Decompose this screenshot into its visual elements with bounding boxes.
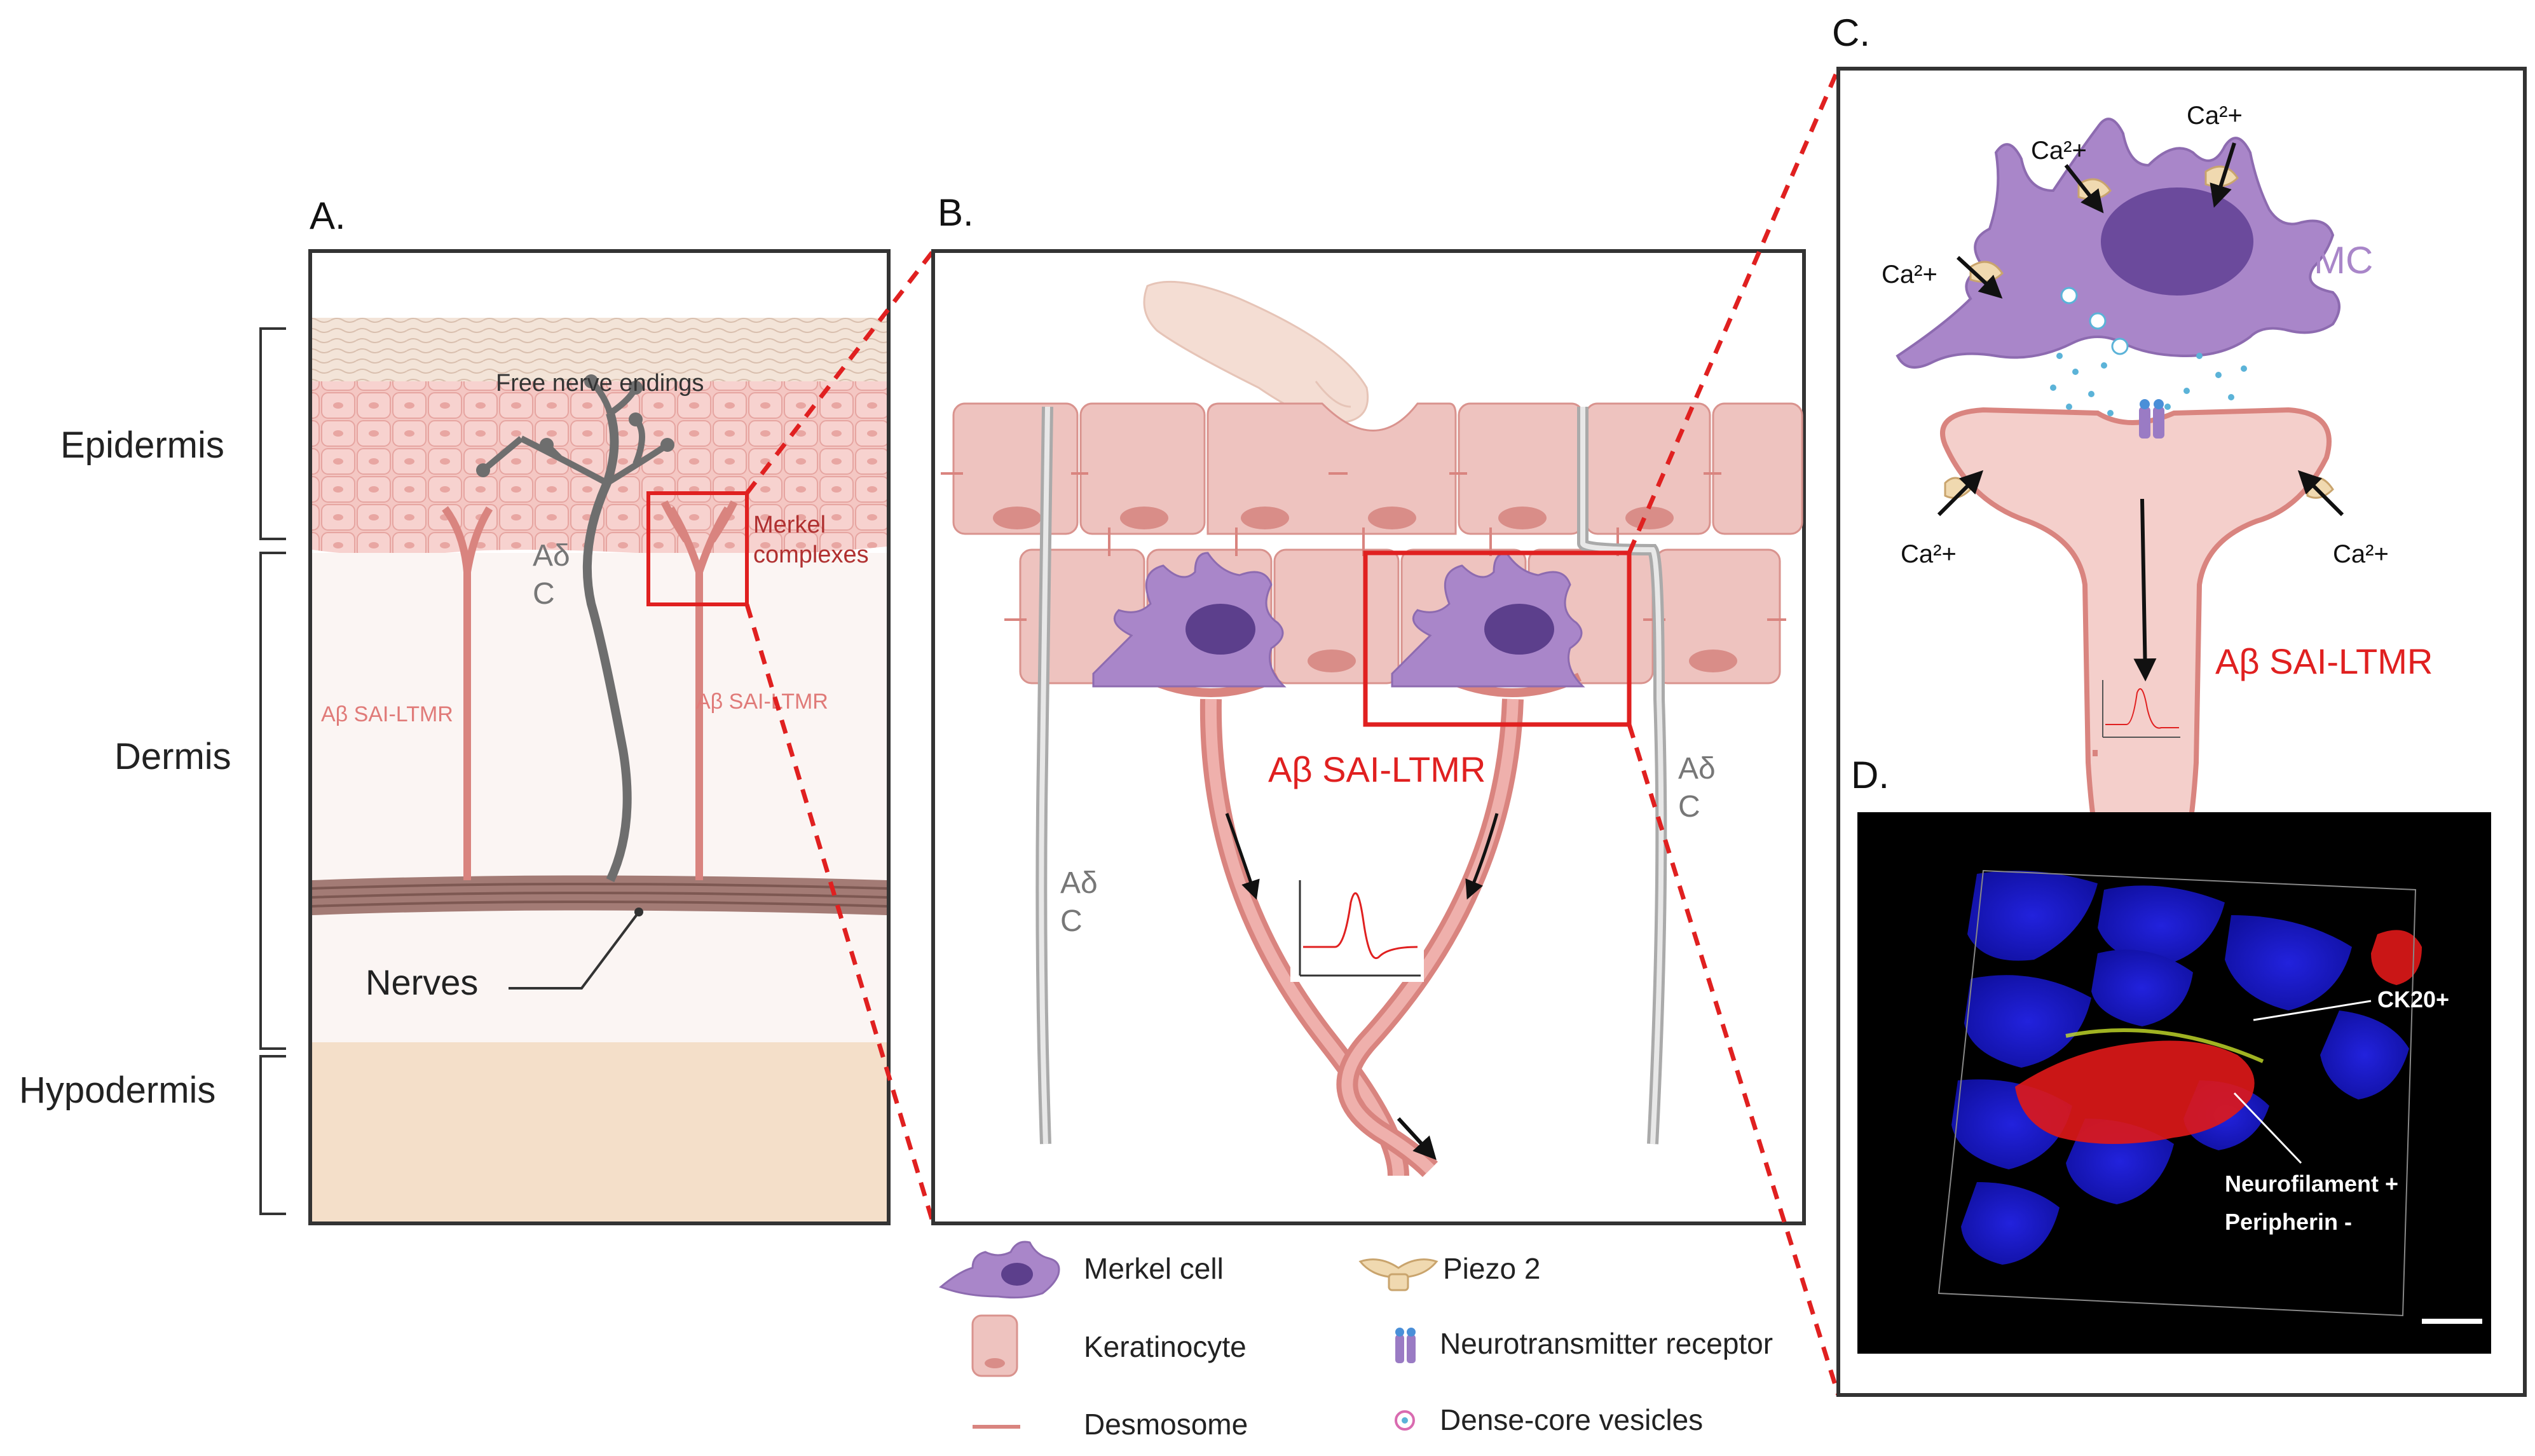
ca-label-c-top-right: Ca²+: [2187, 102, 2243, 130]
layer-brackets: Epidermis Dermis Hypodermis: [19, 327, 286, 1215]
ca-label-c-top-left: Ca²+: [2031, 137, 2087, 165]
merkel-cell-b-left: [1092, 552, 1287, 688]
panel-a-letter: A.: [310, 194, 346, 237]
legend-vesicles-icon: [1395, 1410, 1415, 1431]
panel-b: B.: [931, 191, 1806, 1225]
ck20-label: CK20+: [2377, 986, 2449, 1012]
legend-piezo-icon: [1358, 1258, 1438, 1291]
sai-label-a-right: Aβ SAI-LTMR: [696, 690, 828, 714]
layer-epidermis: Epidermis: [60, 425, 224, 466]
legend-merkel-icon: [939, 1241, 1060, 1299]
sai-label-a-left: Aβ SAI-LTMR: [321, 702, 453, 726]
legend-keratinocyte-label: Keratinocyte: [1084, 1330, 1247, 1363]
panel-d-letter: D.: [1851, 754, 1889, 796]
mc-label: MC: [2314, 239, 2373, 282]
ad-c-label-a-1: Aδ: [533, 539, 570, 573]
ca-label-c-bottom-right: Ca²+: [2333, 540, 2389, 568]
action-potential-plot-b: [1290, 871, 1424, 982]
ad-c-label-b-left-1: Aδ: [1060, 866, 1098, 900]
peripherin-label: Peripherin -: [2225, 1209, 2352, 1235]
merkel-highlight-box: [646, 491, 749, 606]
panel-d: D. CK20+ Neurofilament + Peripherin -: [1851, 754, 2491, 1354]
neurofilament-label: Neurofilament +: [2225, 1171, 2398, 1197]
legend-merkel-label: Merkel cell: [1084, 1252, 1224, 1285]
layer-dermis: Dermis: [114, 736, 231, 777]
micrograph-ck20-cells: [2015, 1040, 2255, 1144]
merkel-label-2: complexes: [753, 541, 869, 568]
panel-a: A. Free nerve endings Aδ C Merkel: [308, 194, 891, 1225]
desmosomes: [941, 472, 1786, 621]
legend-keratinocyte-icon: [971, 1314, 1018, 1377]
ca-label-c-left: Ca²+: [1882, 261, 1937, 289]
scale-bar: [2422, 1319, 2482, 1324]
action-potential-plot-c: [2102, 680, 2180, 738]
legend: Merkel cell Keratinocyte Desmosome Piezo…: [939, 1241, 1773, 1441]
ad-c-label-a-2: C: [533, 577, 555, 611]
panel-b-letter: B.: [938, 191, 974, 234]
legend-receptor-label: Neurotransmitter receptor: [1440, 1327, 1773, 1360]
ad-c-label-b-right-2: C: [1678, 790, 1700, 824]
sai-label-c: Aβ SAI-LTMR: [2215, 641, 2433, 681]
legend-receptor-icon: [1395, 1328, 1416, 1363]
merkel-cell-b-right: [1391, 552, 1585, 688]
merkel-complex-highlight-b: [1363, 550, 1632, 727]
ca-label-c-bottom-left: Ca²+: [1901, 540, 1957, 568]
ad-c-label-b-right-1: Aδ: [1678, 752, 1716, 786]
neurotransmitter-receptor-c: [2139, 399, 2164, 439]
panel-c-letter: C.: [1832, 11, 1870, 54]
legend-vesicles-label: Dense-core vesicles: [1440, 1403, 1703, 1436]
free-nerve-endings-label: Free nerve endings: [496, 370, 704, 397]
merkel-label-1: Merkel: [753, 512, 826, 538]
legend-desmosome-label: Desmosome: [1084, 1408, 1248, 1441]
sai-label-b: Aβ SAI-LTMR: [1268, 749, 1486, 789]
micrograph-nuclei: [1951, 871, 2409, 1265]
legend-piezo-label: Piezo 2: [1443, 1252, 1540, 1285]
nerves-label: Nerves: [366, 962, 478, 1002]
layer-hypodermis: Hypodermis: [19, 1070, 215, 1111]
ad-c-label-b-left-2: C: [1060, 904, 1083, 938]
